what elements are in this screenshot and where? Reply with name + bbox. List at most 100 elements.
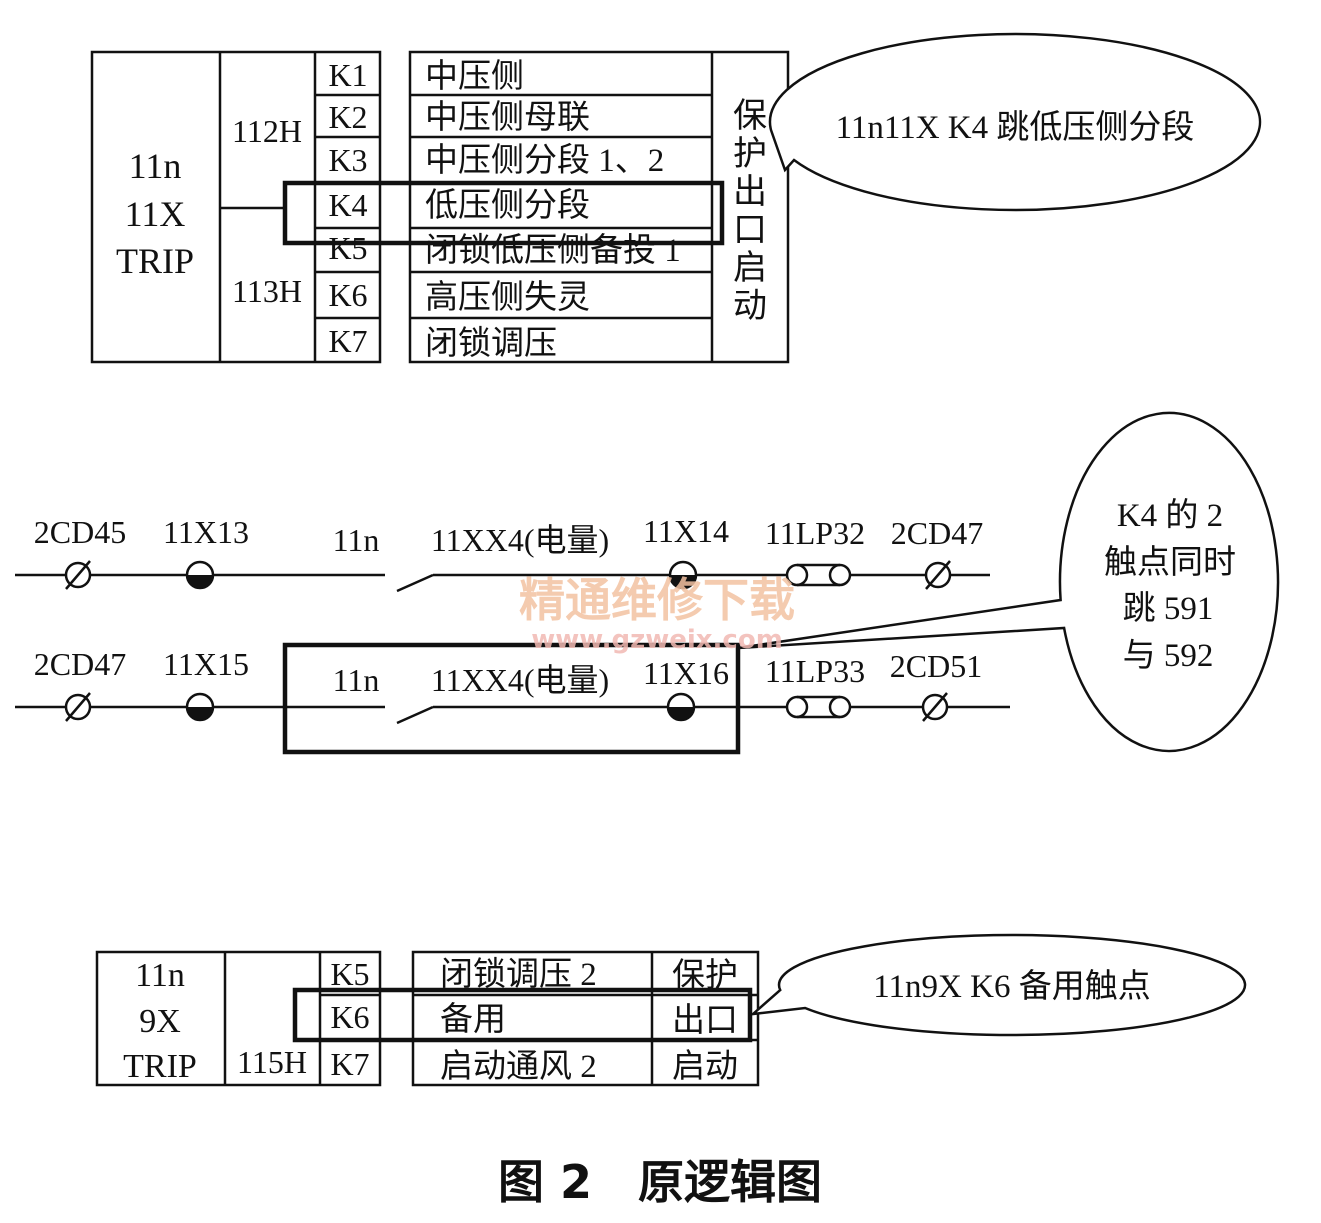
top-callout-text: 11n11X K4 跳低压侧分段 — [836, 109, 1195, 146]
bottom-relay-table: 11n 9X TRIP 115H K5 K6 K7 闭锁调压 2 备用 启动通风… — [95, 950, 760, 1087]
bottom-callout-bubble — [749, 933, 1247, 1037]
trip-unit-line: 11n — [129, 146, 182, 186]
terminal-slash — [925, 560, 951, 590]
link-circle — [828, 563, 852, 587]
exit-label-char: 护 — [733, 135, 767, 173]
contact-k2: K2 — [328, 99, 367, 135]
trip-unit-label: 11n 11X TRIP — [116, 146, 194, 281]
contact-blade — [396, 705, 434, 725]
terminal-in-label: 2CD45 — [34, 514, 126, 550]
link-circle — [785, 695, 809, 719]
exit-label: 出口 — [672, 1002, 738, 1039]
trip-unit-line: TRIP — [116, 241, 194, 281]
terminal-in-label: 2CD47 — [34, 646, 126, 682]
circuit-callout-bubble — [737, 411, 1280, 753]
terminal-fill — [187, 575, 213, 588]
link-symbol — [785, 695, 852, 719]
contact-k6: K6 — [330, 999, 369, 1035]
function-label: 中压侧母联 — [425, 99, 590, 136]
trip-unit-line: 9X — [139, 1003, 181, 1040]
function-label: 中压侧 — [425, 58, 524, 95]
terminal-slash — [922, 692, 948, 722]
terminal-slash — [65, 560, 91, 590]
circuit-callout-line: 触点同时 — [1104, 544, 1236, 581]
k4-highlight-box — [282, 180, 725, 246]
exit-label-char: 启 — [733, 249, 767, 287]
wire-code-115h: 115H — [237, 1044, 307, 1080]
function-label: 启动通风 2 — [440, 1048, 597, 1085]
terminal-symbol — [64, 692, 92, 722]
figure-caption: 图 2 原逻辑图 — [498, 1155, 822, 1209]
wire-code-112h: 112H — [232, 113, 302, 149]
wire-code-113h: 113H — [232, 273, 302, 309]
circuit-callout: K4 的 2 触点同时 跳 591 与 592 — [737, 411, 1280, 753]
contact-k4: K4 — [328, 187, 367, 223]
bottom-callout: 11n9X K6 备用触点 — [749, 933, 1247, 1037]
half-filled-terminal — [666, 692, 696, 722]
link-symbol — [785, 563, 852, 587]
contact-k5: K5 — [328, 230, 367, 266]
watermark-url: www.gzweix.com — [531, 625, 783, 655]
exit-label-char: 保 — [733, 98, 767, 135]
contact-labels: K1 K2 K3 K4 K5 K6 K7 — [328, 57, 367, 359]
function-label: 备用 — [440, 1001, 506, 1038]
terminal-out-label: 2CD47 — [891, 515, 983, 551]
trip-unit-line: 11X — [125, 194, 186, 234]
link-circle — [828, 695, 852, 719]
terminal-symbol — [921, 692, 949, 722]
half-filled-terminal — [185, 560, 215, 590]
trip-unit-line: 11n — [135, 957, 185, 994]
terminal-out-label: 2CD51 — [890, 648, 982, 684]
exit-label-vertical: 保护出口启动 — [733, 98, 767, 325]
terminal-slash — [65, 692, 91, 722]
contact-label: 11XX4(电量) — [431, 662, 609, 698]
circuit-row-1: 2CD45 11X13 11n 11XX4(电量) 11X14 11LP32 2… — [15, 513, 990, 593]
function-label: 闭锁调压 2 — [440, 956, 597, 993]
link-label: 11LP32 — [765, 515, 865, 551]
link-mask — [797, 565, 840, 585]
bottom-callout-text: 11n9X K6 备用触点 — [873, 968, 1150, 1005]
function-label: 高压侧失灵 — [425, 279, 590, 316]
contact-k3: K3 — [328, 142, 367, 178]
function-label: 闭锁低压侧备投 1 — [425, 232, 681, 269]
contact-blade — [396, 573, 434, 593]
link-label: 11LP33 — [765, 653, 865, 689]
exit-label-char: 出 — [733, 173, 767, 211]
circuit-callout-line: K4 的 2 — [1117, 497, 1223, 534]
top-callout-bubble — [768, 32, 1262, 212]
top-callout: 11n11X K4 跳低压侧分段 — [768, 32, 1262, 212]
watermark: 精通维修下载 www.gzweix.com — [519, 573, 795, 655]
top-right-frame — [408, 50, 790, 364]
bottom-left-frame — [95, 950, 382, 1087]
trip-unit-line: TRIP — [123, 1048, 197, 1085]
terminal-fill — [187, 707, 213, 720]
watermark-name: 精通维修下载 — [519, 573, 795, 627]
exit-label-char: 动 — [733, 288, 767, 325]
circuit-callout-line: 与 592 — [1123, 638, 1214, 674]
terminal-symbol — [924, 560, 952, 590]
contact-label: 11XX4(电量) — [431, 522, 609, 558]
circuit-callout-line: 跳 591 — [1123, 590, 1214, 627]
circuit-row-2: 2CD47 11X15 11n 11XX4(电量) 11X16 11LP33 2… — [15, 642, 1010, 755]
terminal-a-label: 11X15 — [163, 646, 249, 682]
terminal-symbol — [64, 560, 92, 590]
top-left-frame — [90, 50, 382, 364]
half-filled-terminal — [185, 692, 215, 722]
function-label: 低压侧分段 — [425, 187, 590, 224]
terminal-b-label: 11X16 — [643, 655, 729, 691]
k4-contact-highlight-box — [282, 642, 741, 755]
contact-k7: K7 — [328, 323, 367, 359]
device-label: 11n — [333, 662, 380, 698]
top-relay-table: 11n 11X TRIP 112H 113H K1 K2 K3 K4 K5 K6… — [90, 50, 790, 364]
contact-k6: K6 — [328, 277, 367, 313]
contact-k5: K5 — [330, 956, 369, 992]
function-label: 闭锁调压 — [425, 325, 557, 362]
half-filled-terminal — [668, 560, 698, 590]
function-label: 中压侧分段 1、2 — [425, 142, 664, 179]
link-mask — [797, 697, 840, 717]
contact-k7: K7 — [330, 1046, 369, 1082]
terminal-a-label: 11X13 — [163, 514, 249, 550]
terminal-fill — [670, 575, 696, 588]
terminal-fill — [668, 707, 694, 720]
